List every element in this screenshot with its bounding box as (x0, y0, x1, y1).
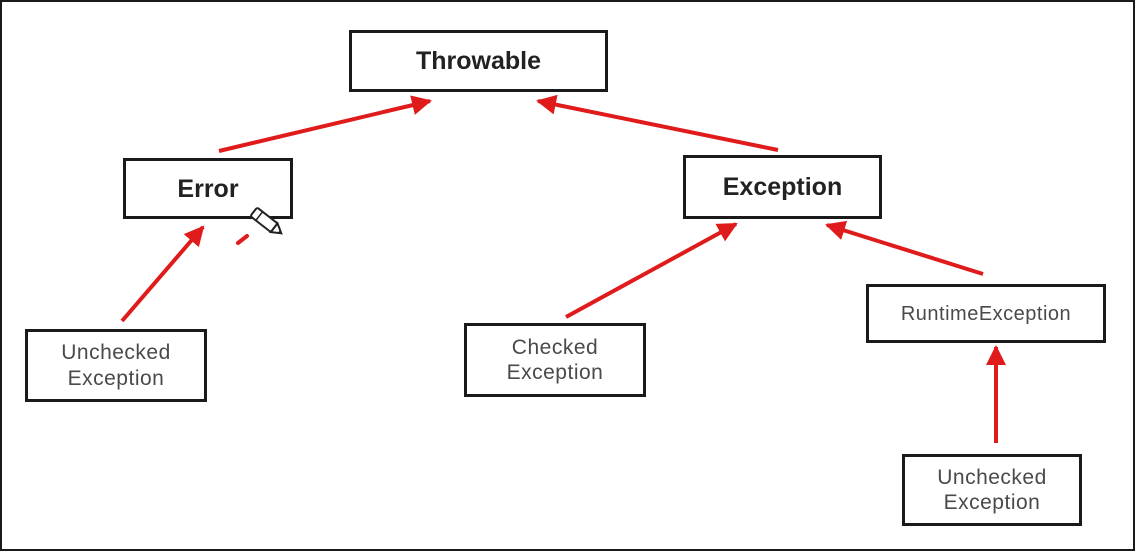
node-error: Error (123, 158, 293, 219)
node-checked-line1: Checked (511, 335, 599, 359)
node-throwable: Throwable (349, 30, 608, 92)
arrow-unchecked-to-error (120, 225, 205, 323)
node-error-label: Error (177, 174, 239, 203)
node-exception: Exception (683, 155, 882, 219)
node-runtime-exception: RuntimeException (866, 284, 1106, 343)
node-unchecked-left-line1: Unchecked (61, 341, 171, 365)
node-unchecked-left-line2: Exception (67, 366, 165, 390)
node-unchecked-right-line2: Exception (943, 491, 1041, 514)
node-exception-label: Exception (722, 173, 843, 201)
pen-stroke-mark (236, 234, 249, 245)
node-checked-line2: Exception (506, 361, 604, 384)
node-runtime-label: RuntimeException (900, 302, 1072, 325)
arrow-error-to-throwable (218, 95, 432, 153)
node-checked-exception: Checked Exception (464, 323, 646, 397)
arrow-checked-to-exception (565, 222, 738, 319)
arrow-exception-to-throwable (536, 94, 779, 152)
node-throwable-label: Throwable (415, 47, 541, 75)
node-unchecked-exception-left: Unchecked Exception (25, 329, 207, 402)
node-unchecked-exception-right: Unchecked Exception (902, 454, 1082, 526)
pencil-cursor-icon (250, 207, 283, 235)
arrow-runtime-to-exception (825, 220, 984, 276)
node-unchecked-right-line1: Unchecked (937, 465, 1047, 489)
